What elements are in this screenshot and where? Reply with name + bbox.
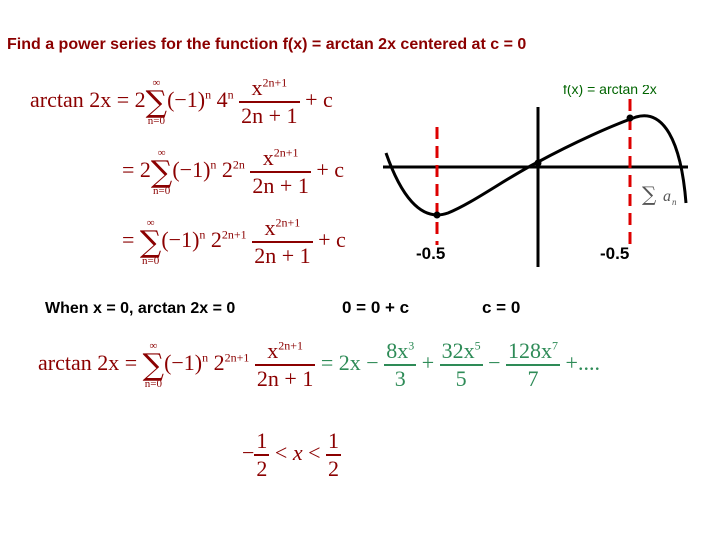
fraction: x2n+1 2n + 1 xyxy=(254,338,316,391)
series-continuation: +.... xyxy=(565,350,600,376)
sign-exponent: n xyxy=(205,87,212,102)
sign-factor: (−1) xyxy=(164,350,203,376)
constant-term: + c xyxy=(305,87,333,113)
fraction: x2n+1 2n + 1 xyxy=(252,215,313,268)
sign-factor: (−1) xyxy=(167,87,206,113)
base-exponent: n xyxy=(227,87,234,102)
summation-symbol: ∞∑n=0 xyxy=(150,146,173,197)
base-exponent: 2n xyxy=(232,157,245,172)
left-bound: 1 2 xyxy=(254,428,270,481)
left-point xyxy=(433,211,441,219)
coefficient: 2 xyxy=(134,87,146,113)
page-title: Find a power series for the function f(x… xyxy=(7,36,527,53)
derivation-line-2: = 2∞∑n=0(−1)n 22n x2n+1 2n + 1 + c xyxy=(122,145,344,199)
final-series: arctan 2x = ∞∑n=0(−1)n 22n+1 x2n+1 2n + … xyxy=(38,338,600,392)
variable: x xyxy=(292,440,303,466)
base-factor: 4 xyxy=(216,87,228,113)
fraction: x2n+1 2n + 1 xyxy=(250,145,311,198)
term-3: 32x5 5 xyxy=(439,338,483,391)
expansion: = 2x − 8x3 3 + 32x5 5 − 128x7 7 +.... xyxy=(320,338,600,391)
left-marker-label: -0.5 xyxy=(416,244,445,263)
sign-exponent: n xyxy=(210,157,217,172)
summation-symbol: ∞∑n=0 xyxy=(145,76,168,127)
equals-sign: = xyxy=(122,157,135,183)
base-exponent: 2n+1 xyxy=(224,350,250,365)
function-label: f(x) = arctan 2x xyxy=(563,85,657,97)
equals-sign: = xyxy=(116,87,130,113)
sum-subscript: n xyxy=(672,197,677,207)
sum-term: a xyxy=(663,188,671,205)
equals-sign: = xyxy=(122,227,135,253)
operator-1: − xyxy=(366,350,379,376)
equals-sign: = xyxy=(124,350,138,376)
constant-result: c = 0 xyxy=(482,298,521,317)
sign-factor: (−1) xyxy=(172,157,211,183)
right-bound: 1 2 xyxy=(326,428,342,481)
constant-term: + c xyxy=(316,157,344,183)
sign-factor: (−1) xyxy=(161,227,200,253)
term-2: 8x3 3 xyxy=(384,338,417,391)
sum-glyph: ∑ xyxy=(642,182,657,206)
derivation-line-1: arctan 2x = 2∞∑n=0(−1)n 4n x2n+1 2n + 1 … xyxy=(30,75,333,129)
right-marker-label: -0.5 xyxy=(600,244,629,263)
equals-sign-2: = xyxy=(320,350,334,376)
base-exponent: 2n+1 xyxy=(221,227,247,242)
operator-3: − xyxy=(488,350,501,376)
constant-term: + c xyxy=(318,227,346,253)
arctan-graph: f(x) = arctan 2x -0.5 -0.5 ∑ a n xyxy=(383,85,688,267)
condition-text: When x = 0, arctan 2x = 0 xyxy=(45,300,236,317)
less-than-2: < xyxy=(308,440,321,466)
less-than-1: < xyxy=(274,440,288,466)
center-point xyxy=(534,159,542,167)
negative-sign: − xyxy=(242,440,255,466)
sign-exponent: n xyxy=(199,227,206,242)
sign-exponent: n xyxy=(202,350,209,365)
base-factor: 2 xyxy=(221,157,233,183)
operator-2: + xyxy=(421,350,435,376)
derivation-line-3: = ∞∑n=0(−1)n 22n+1 x2n+1 2n + 1 + c xyxy=(122,215,346,269)
fraction: x2n+1 2n + 1 xyxy=(239,75,300,128)
interval-of-convergence: − 1 2 < x < 1 2 xyxy=(242,428,342,482)
lhs-text: arctan 2x xyxy=(30,87,112,113)
term-1: 2x xyxy=(338,350,361,376)
base-factor: 2 xyxy=(210,227,222,253)
coefficient: 2 xyxy=(139,157,151,183)
term-4: 128x7 7 xyxy=(506,338,561,391)
base-factor: 2 xyxy=(213,350,225,376)
constant-equation: 0 = 0 + c xyxy=(342,298,410,317)
lhs-text: arctan 2x xyxy=(38,350,120,376)
summation-symbol: ∞∑n=0 xyxy=(139,216,162,267)
right-point xyxy=(626,114,634,122)
summation-symbol: ∞∑n=0 xyxy=(142,339,165,390)
